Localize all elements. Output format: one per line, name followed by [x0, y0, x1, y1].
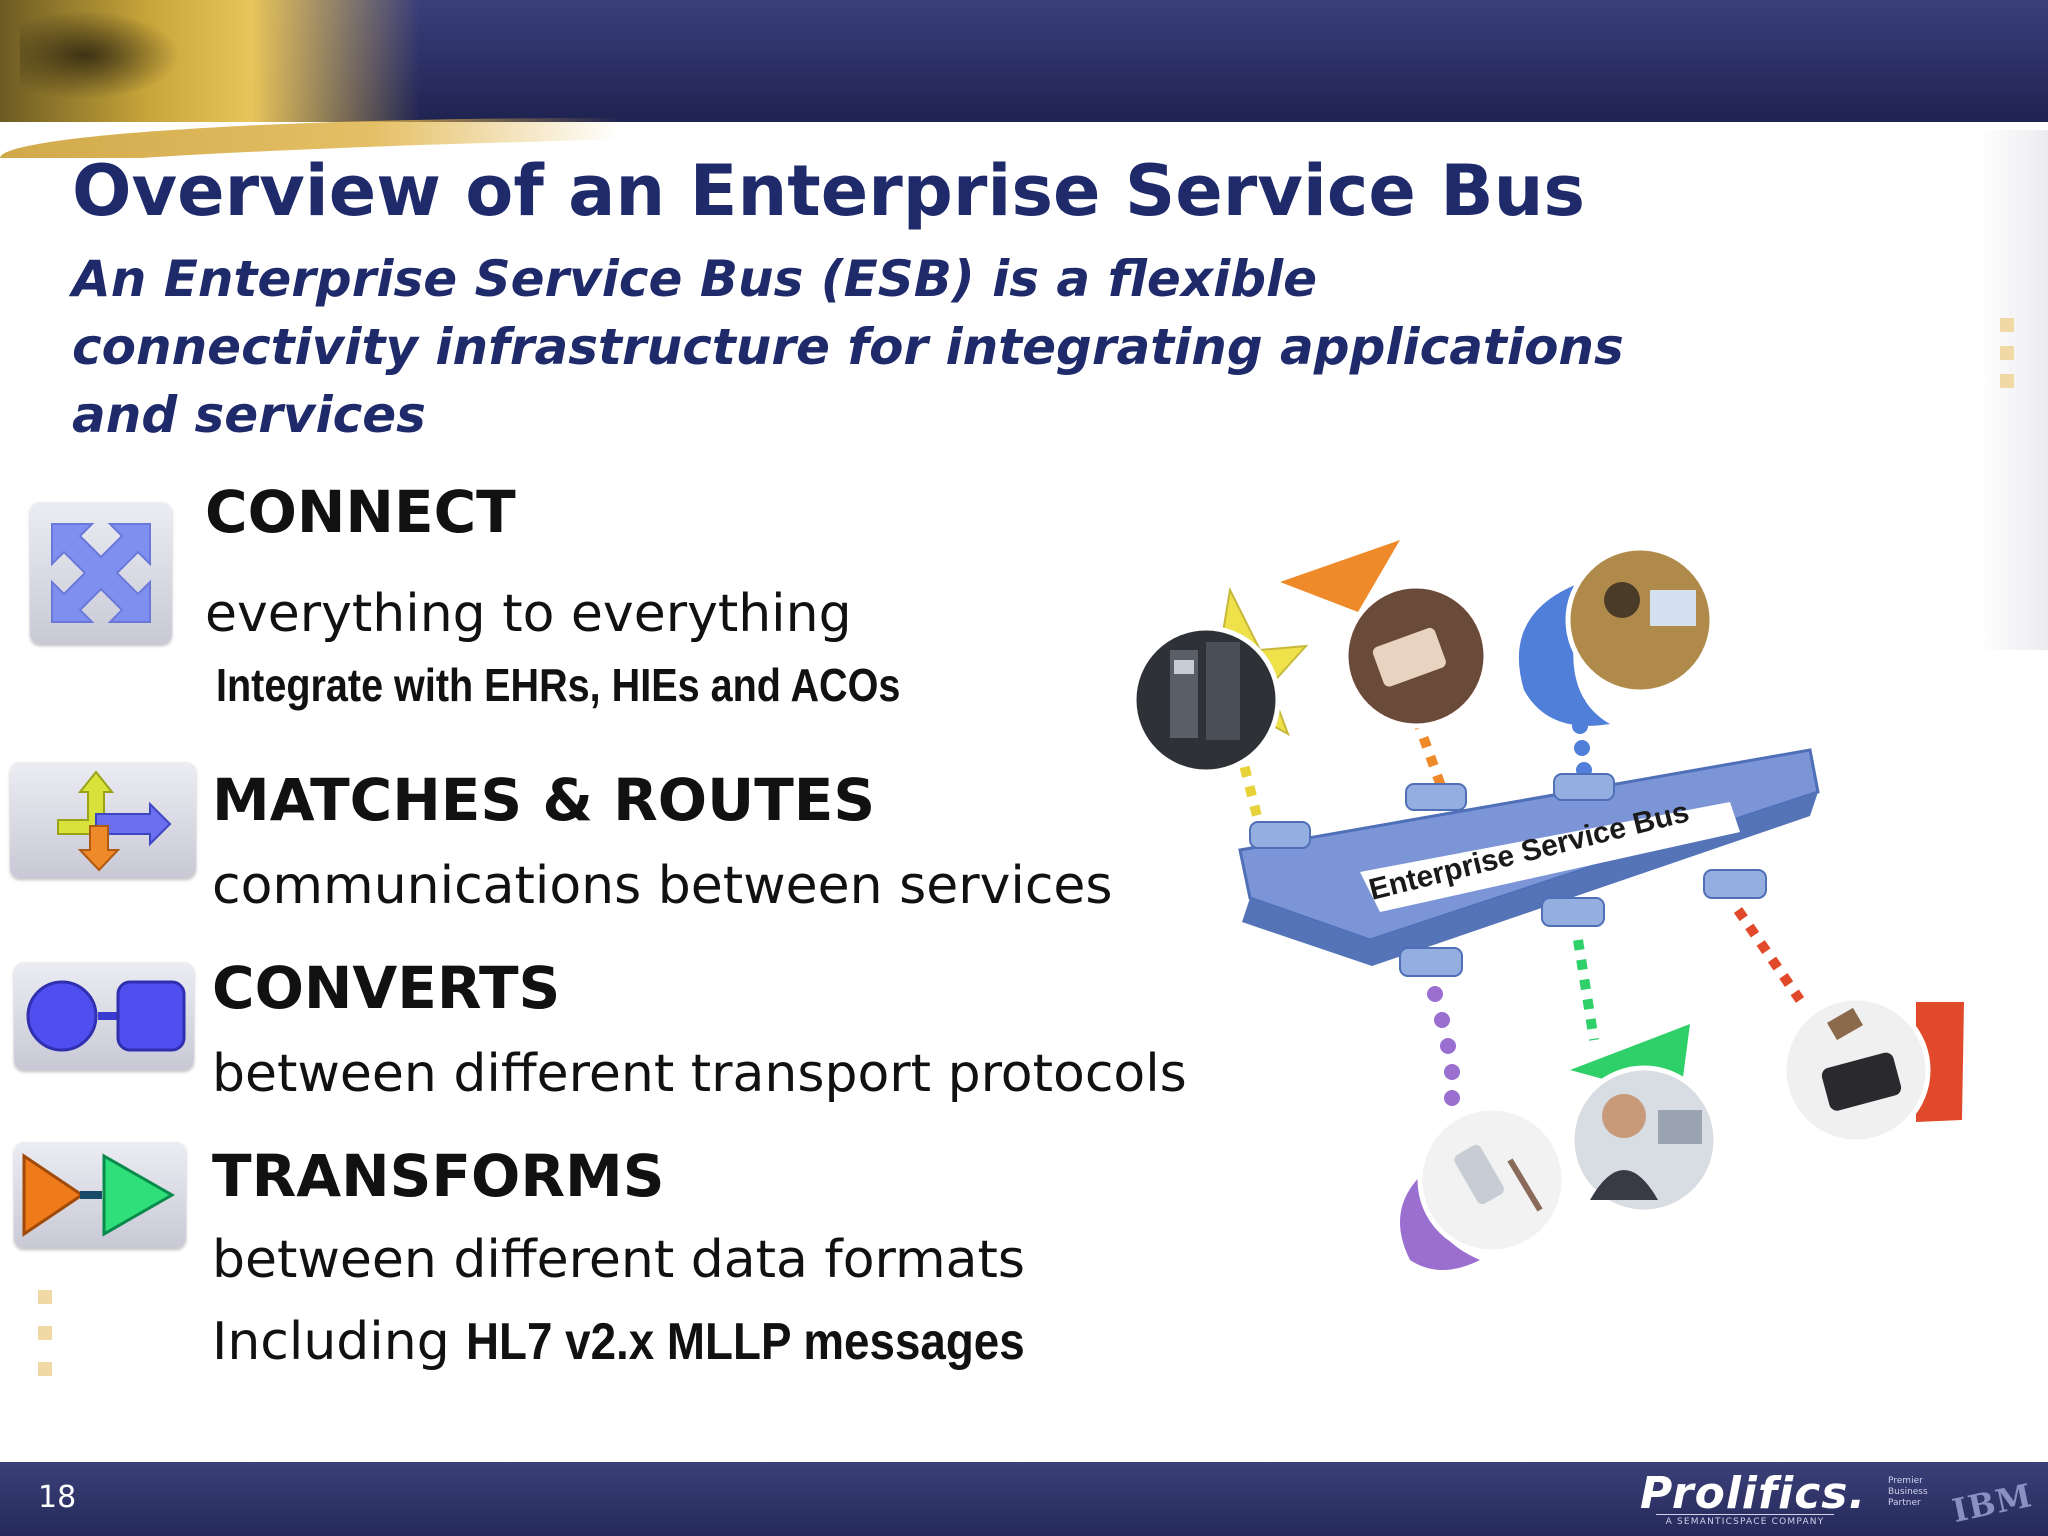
connector-red [1733, 907, 1805, 1003]
feature-routes-heading: MATCHES & ROUTES [212, 766, 876, 834]
connector-purple [1427, 986, 1460, 1106]
connect-arrows-icon [30, 502, 172, 644]
header-photo [0, 0, 420, 122]
esb-diagram: Enterprise Service Bus [1131, 540, 1964, 1270]
prolifics-tagline: A SEMANTICSPACE COMPANY [1656, 1514, 1834, 1527]
feature-connect-note: Integrate with EHRs, HIEs and ACOs [216, 659, 901, 711]
right-edge-fade [1978, 130, 2048, 650]
card-reader-node [1781, 995, 1964, 1145]
play-arrows-icon [14, 1142, 186, 1248]
calculator-node [1280, 540, 1489, 729]
partner-text: Premier Business Partner [1888, 1476, 1928, 1508]
prolifics-logo: Prolifics. [1640, 1468, 1867, 1519]
feature-connect-description: everything to everything [205, 584, 852, 644]
phone-worker-node [1569, 1024, 1719, 1215]
decor-dot [38, 1290, 52, 1304]
extra-prefix: Including [212, 1312, 467, 1372]
circle-to-square-icon [14, 962, 194, 1070]
extra-bold: HL7 v2.x MLLP messages [466, 1313, 1025, 1371]
server-node [1131, 586, 1309, 775]
footer-bar [0, 1462, 2048, 1536]
feature-converts-description: between different transport protocols [212, 1044, 1187, 1104]
bus-body: Enterprise Service Bus [1238, 748, 1820, 977]
decor-dot [2000, 346, 2014, 360]
mobile-device-node [1400, 1105, 1567, 1270]
feature-transforms-extra: Including HL7 v2.x MLLP messages [212, 1312, 1101, 1372]
decor-dot [38, 1326, 52, 1340]
route-arrows-icon [10, 762, 196, 878]
slide-title: Overview of an Enterprise Service Bus [72, 150, 1586, 232]
feature-connect-heading: CONNECT [205, 478, 516, 546]
slide-subtitle: An Enterprise Service Bus (ESB) is a fle… [72, 250, 1624, 444]
feature-converts-heading: CONVERTS [212, 954, 561, 1022]
decor-dot [2000, 318, 2014, 332]
desk-worker-node [1518, 545, 1715, 726]
decor-dot [2000, 374, 2014, 388]
decor-dot [38, 1362, 52, 1376]
feature-routes-description: communications between services [212, 856, 1113, 916]
page-number: 18 [38, 1480, 77, 1515]
connector-green [1573, 939, 1599, 1041]
feature-transforms-description: between different data formats [212, 1230, 1026, 1290]
feature-transforms-heading: TRANSFORMS [212, 1142, 665, 1210]
